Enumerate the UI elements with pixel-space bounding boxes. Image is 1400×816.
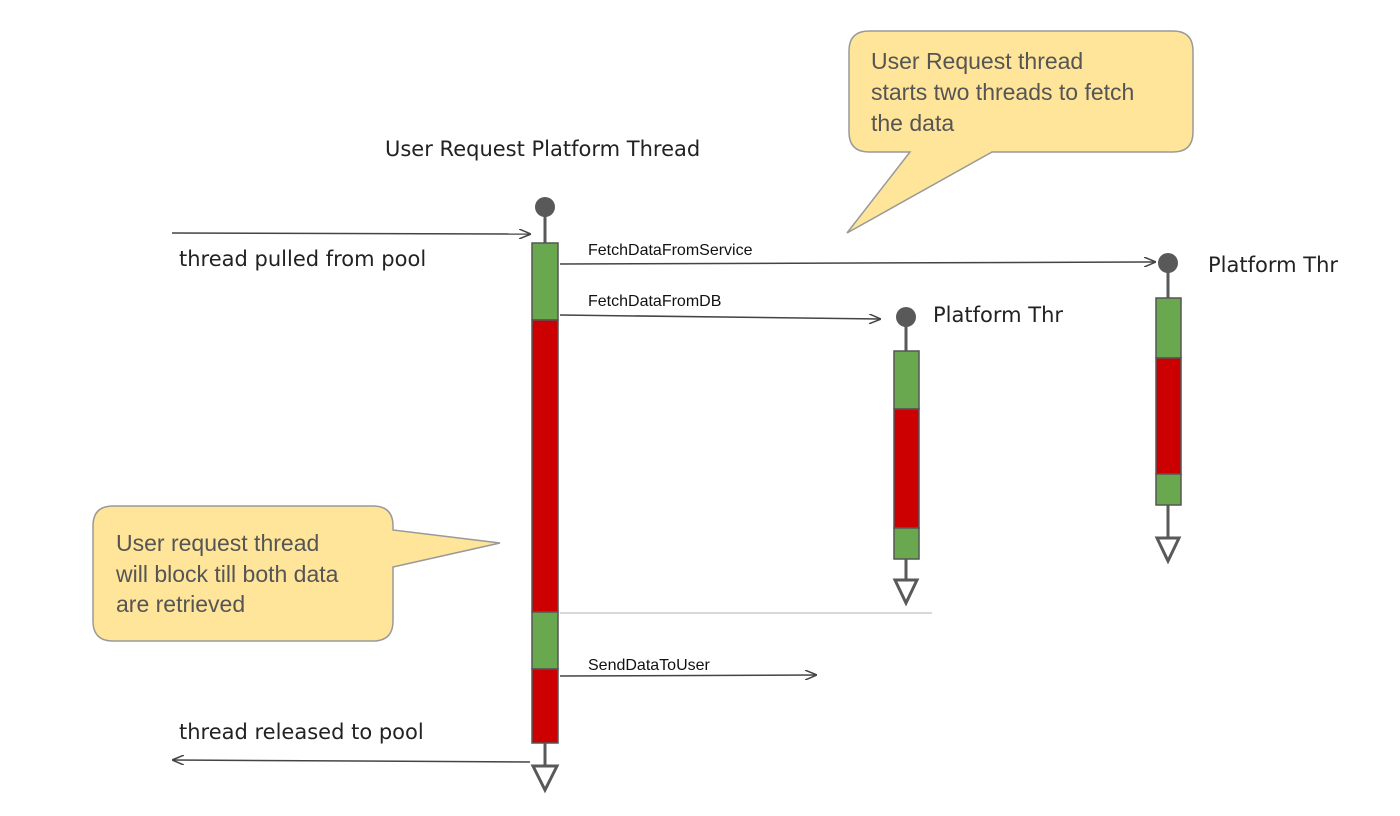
left-callout: User request thread will block till both… xyxy=(92,505,501,642)
fetch-service-label: FetchDataFromService xyxy=(588,242,753,259)
service-thread-lifeline xyxy=(1154,253,1182,565)
service-active-segment-1 xyxy=(1155,297,1182,359)
main-active-segment-1 xyxy=(531,242,559,321)
service-thread-end-triangle xyxy=(1154,536,1182,565)
send-data-label: SendDataToUser xyxy=(588,657,711,674)
main-active-segment-2 xyxy=(531,611,559,670)
main-thread-start-dot xyxy=(535,197,555,217)
db-thread-start-dot xyxy=(896,307,916,327)
fetch-service-arrow xyxy=(559,262,1155,264)
top-callout-line-2: starts two threads to fetch xyxy=(871,79,1134,105)
left-callout-line-2: will block till both data xyxy=(115,561,339,587)
db-thread-end-triangle xyxy=(892,578,920,607)
top-callout: User Request thread starts two threads t… xyxy=(846,30,1194,234)
pulled-label: thread pulled from pool xyxy=(179,247,426,271)
service-thread-start-dot xyxy=(1158,253,1178,273)
service-blocked-segment xyxy=(1155,357,1182,475)
fetch-db-arrow xyxy=(559,315,880,319)
main-thread-title: User Request Platform Thread xyxy=(385,137,700,161)
db-blocked-segment xyxy=(893,408,920,529)
main-blocked-segment-1 xyxy=(531,319,559,613)
db-active-segment-2 xyxy=(893,527,920,560)
main-thread-lifeline xyxy=(530,197,560,794)
db-thread-lifeline xyxy=(892,307,920,607)
top-callout-line-1: User Request thread xyxy=(871,48,1083,74)
left-callout-line-3: are retrieved xyxy=(116,591,245,617)
released-arrow xyxy=(173,760,531,762)
top-callout-line-3: the data xyxy=(871,110,954,136)
main-thread-end-triangle xyxy=(530,764,560,794)
pulled-arrow xyxy=(171,233,530,234)
service-thread-title: Platform Thr xyxy=(1208,253,1338,277)
db-thread-title: Platform Thr xyxy=(933,303,1063,327)
left-callout-line-1: User request thread xyxy=(116,530,319,556)
db-active-segment-1 xyxy=(893,350,920,410)
main-blocked-segment-2 xyxy=(531,668,559,744)
send-data-arrow xyxy=(559,675,816,676)
released-label: thread released to pool xyxy=(179,720,424,744)
service-active-segment-2 xyxy=(1155,473,1182,506)
fetch-db-label: FetchDataFromDB xyxy=(588,293,721,310)
